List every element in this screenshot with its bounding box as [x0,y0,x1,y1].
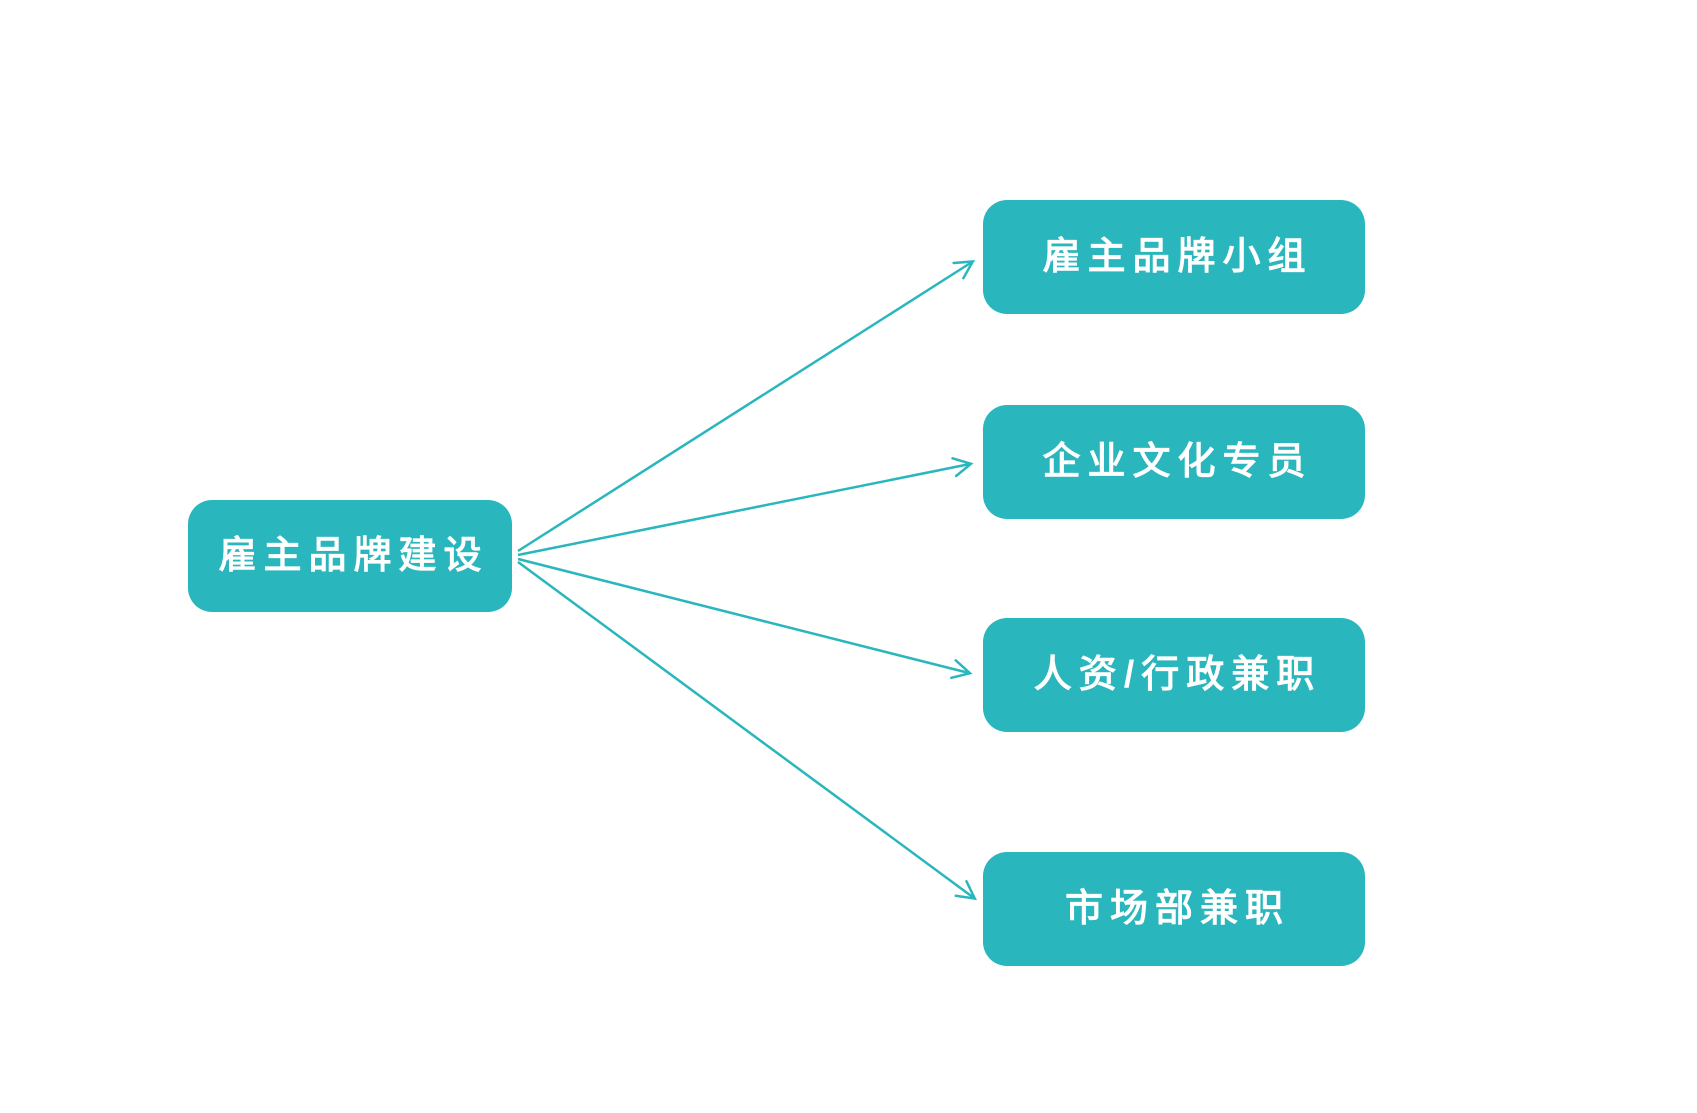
node-employer-brand-team[interactable]: 雇主品牌小组 [983,200,1365,314]
connector-root-to-child-3 [517,560,977,901]
node-root-label: 雇主品牌建设 [218,535,489,577]
connector-root-to-child-1 [517,457,974,557]
connector-root-to-child-0 [517,260,976,553]
node-marketing-parttime[interactable]: 市场部兼职 [983,852,1365,966]
node-label: 企业文化专员 [1042,441,1313,483]
node-label: 市场部兼职 [1064,888,1290,930]
node-corporate-culture-specialist[interactable]: 企业文化专员 [983,405,1365,519]
node-label: 人资/行政兼职 [1033,654,1322,696]
connector-root-to-child-2 [517,557,973,680]
node-hr-admin-parttime[interactable]: 人资/行政兼职 [983,618,1365,732]
node-label: 雇主品牌小组 [1042,236,1313,278]
node-root[interactable]: 雇主品牌建设 [188,500,512,612]
